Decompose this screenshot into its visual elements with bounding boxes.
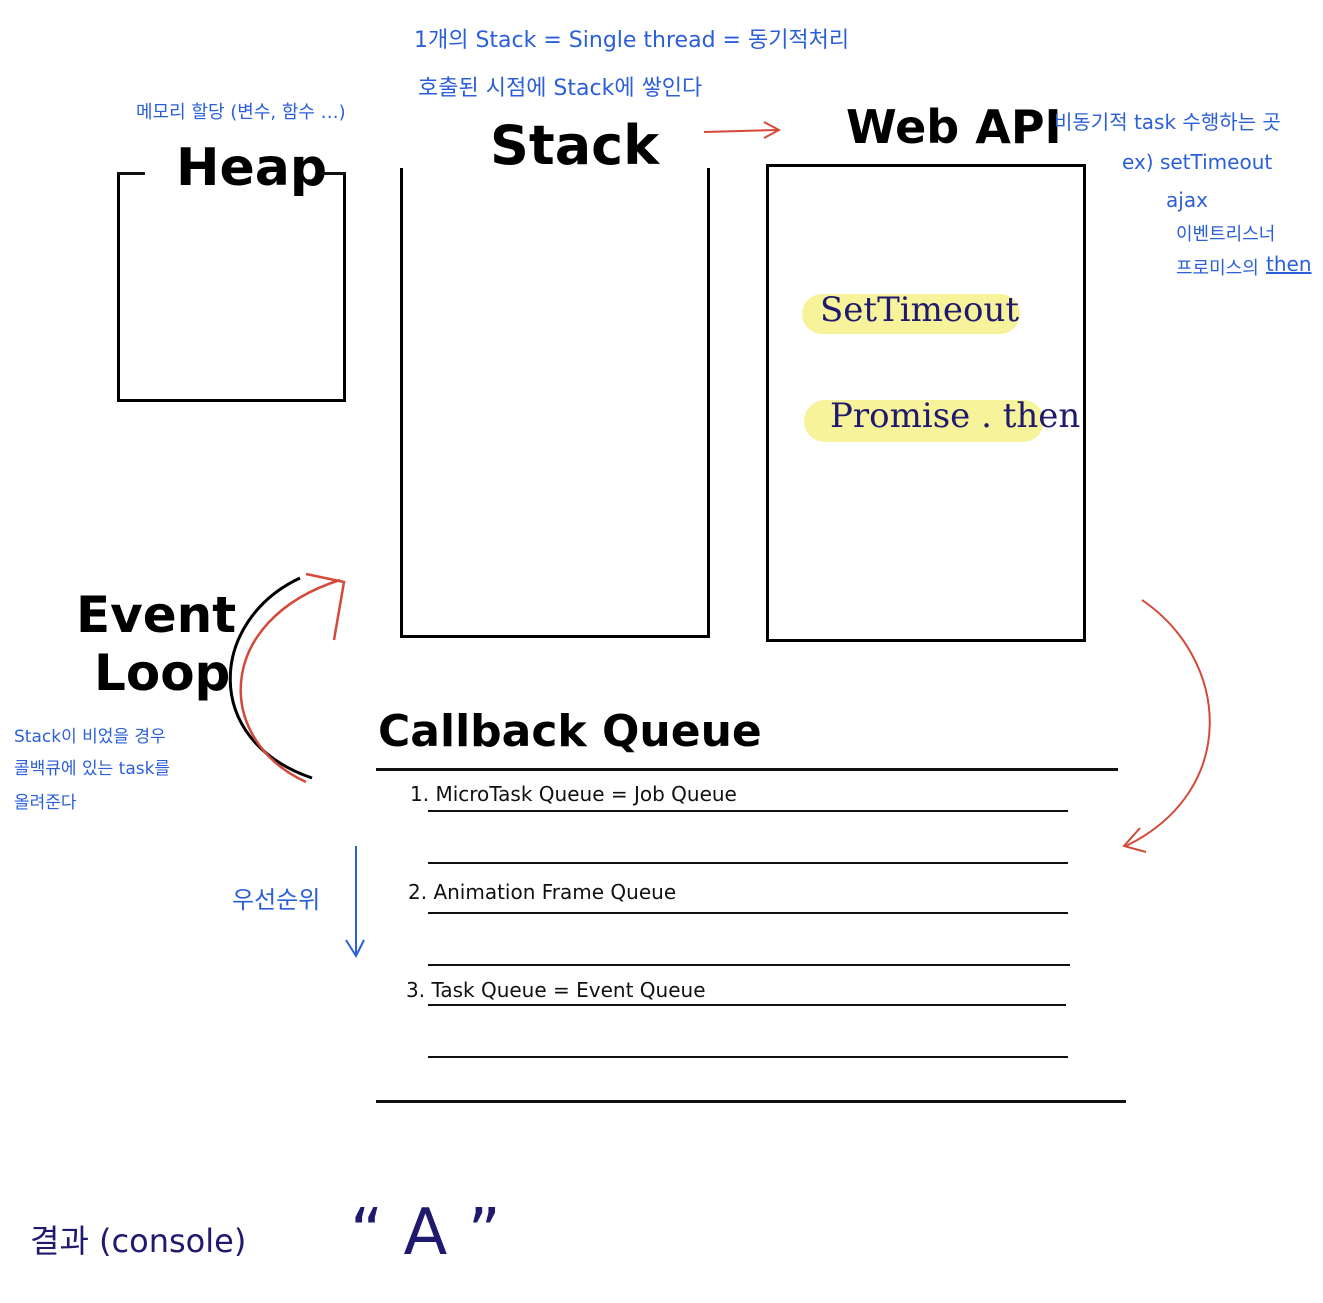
- arrow-stack-to-webapi: [703, 121, 782, 139]
- eventloop-title-line2: Loop: [94, 644, 231, 702]
- heap-box-top-right: [320, 172, 346, 175]
- arrow-webapi-to-queue: [1122, 599, 1211, 853]
- webapi-item-settimeout: SetTimeout: [820, 290, 1020, 330]
- result-label: 결과 (console): [30, 1222, 247, 1260]
- stack-title: Stack: [490, 114, 660, 177]
- eventloop-title-line1: Event: [76, 586, 237, 644]
- heap-box: [117, 172, 346, 402]
- stack-note-line2: 호출된 시점에 Stack에 쌓인다: [418, 76, 703, 101]
- stack-box: [400, 168, 710, 638]
- webapi-example-then: then: [1266, 252, 1312, 276]
- webapi-example-settimeout: ex) setTimeout: [1122, 150, 1273, 174]
- webapi-title: Web API: [846, 100, 1062, 154]
- queue-line: [428, 862, 1068, 864]
- eventloop-note-line3: 올려준다: [14, 793, 77, 813]
- priority-arrow: [345, 846, 365, 959]
- queue-line: [428, 810, 1068, 812]
- queue-line: [428, 1004, 1066, 1006]
- eventloop-note-line2: 콜백큐에 있는 task를: [14, 759, 171, 779]
- webapi-note-title: 비동기적 task 수행하는 곳: [1054, 110, 1281, 134]
- highlight-settimeout: [802, 294, 1020, 334]
- queue-line: [428, 1056, 1068, 1058]
- heap-title: Heap: [176, 138, 328, 198]
- result-value: “ A ”: [350, 1196, 501, 1270]
- webapi-example-ajax: ajax: [1166, 188, 1208, 212]
- stack-note-line1: 1개의 Stack = Single thread = 동기적처리: [414, 28, 850, 53]
- callback-queue-bottom-line: [376, 1100, 1126, 1103]
- webapi-item-promise-then: Promise . then: [830, 396, 1081, 436]
- webapi-box: [766, 164, 1086, 642]
- callback-queue-top-line: [376, 768, 1118, 771]
- webapi-example-promise: 프로미스의: [1176, 258, 1259, 279]
- eventloop-arrow: [228, 572, 346, 784]
- queue-item-animation-frame: 2. Animation Frame Queue: [408, 880, 677, 904]
- priority-label: 우선순위: [232, 886, 321, 914]
- webapi-example-eventlistener: 이벤트리스너: [1176, 224, 1276, 245]
- callback-queue-title: Callback Queue: [378, 706, 762, 757]
- queue-item-microtask: 1. MicroTask Queue = Job Queue: [410, 782, 737, 806]
- eventloop-note-line1: Stack이 비었을 경우: [14, 727, 166, 747]
- queue-line: [428, 912, 1068, 914]
- queue-item-task: 3. Task Queue = Event Queue: [406, 978, 706, 1002]
- queue-line: [428, 964, 1070, 966]
- heap-note: 메모리 할당 (변수, 함수 …): [136, 102, 346, 123]
- highlight-promise-then: [804, 400, 1044, 442]
- heap-box-top-left: [117, 172, 145, 175]
